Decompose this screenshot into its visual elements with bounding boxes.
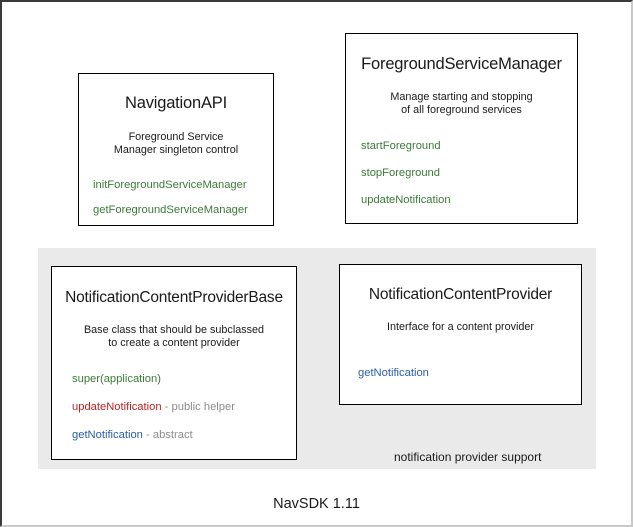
- class-description-line-2: of all foreground services: [401, 104, 522, 117]
- class-member-getforegroundservicemanager[interactable]: getForegroundServiceManager: [93, 203, 273, 217]
- class-member-updatenotification[interactable]: updateNotification - public helper: [72, 400, 296, 414]
- class-member-stopforeground[interactable]: stopForeground: [361, 166, 577, 180]
- class-box-foreground-service-manager[interactable]: ForegroundServiceManager Manage starting…: [345, 33, 578, 224]
- footer-label-navsdk-version: NavSDK 1.11: [273, 496, 360, 512]
- class-member-getnotification[interactable]: getNotification - abstract: [72, 428, 296, 442]
- class-member-getnotification[interactable]: getNotification: [358, 366, 581, 380]
- class-member-name: super(application): [72, 372, 161, 385]
- class-member-name: updateNotification: [72, 400, 162, 413]
- class-members-foreground-service-manager: startForeground stopForeground updateNot…: [346, 139, 577, 207]
- class-description-line-1: Manage starting and stopping: [390, 91, 533, 103]
- class-member-name: stopForeground: [361, 166, 440, 179]
- class-description-notification-content-provider-base: Base class that should be subclassed to …: [52, 324, 296, 351]
- class-member-name: getNotification: [358, 367, 429, 380]
- class-description-line-1: Base class that should be subclassed: [83, 324, 265, 336]
- class-member-startforeground[interactable]: startForeground: [361, 139, 577, 153]
- panel-caption-notification-provider-support: notification provider support: [394, 450, 542, 464]
- class-member-name: getNotification: [72, 428, 143, 441]
- class-description-notification-content-provider: Interface for a content provider: [340, 321, 581, 334]
- class-member-name: startForeground: [361, 139, 441, 152]
- class-description-line-2: Manager singleton control: [113, 144, 239, 157]
- class-description-line-1: Foreground Service: [128, 131, 224, 143]
- class-title-notification-content-provider: NotificationContentProvider: [368, 286, 553, 303]
- class-member-note: - abstract: [142, 428, 193, 441]
- class-member-note: - public helper: [161, 400, 235, 413]
- class-members-notification-content-provider: getNotification: [340, 366, 581, 380]
- class-title-navigation-api: NavigationAPI: [125, 94, 227, 112]
- class-description-foreground-service-manager: Manage starting and stopping of all fore…: [346, 91, 577, 118]
- class-description-navigation-api: Foreground Service Manager singleton con…: [79, 131, 273, 158]
- class-box-notification-content-provider[interactable]: NotificationContentProvider Interface fo…: [339, 264, 582, 405]
- class-member-updatenotification[interactable]: updateNotification: [361, 193, 577, 207]
- class-member-super-application[interactable]: super(application): [72, 372, 296, 386]
- class-description-line-2: to create a content provider: [108, 337, 240, 350]
- class-member-name: updateNotification: [361, 193, 451, 206]
- class-box-navigation-api[interactable]: NavigationAPI Foreground Service Manager…: [78, 73, 274, 226]
- class-box-notification-content-provider-base[interactable]: NotificationContentProviderBase Base cla…: [51, 266, 297, 460]
- class-title-notification-content-provider-base: NotificationContentProviderBase: [65, 289, 283, 306]
- class-member-initforegroundservicemanager[interactable]: initForegroundServiceManager: [93, 178, 273, 192]
- class-title-foreground-service-manager: ForegroundServiceManager: [361, 55, 562, 73]
- class-members-navigation-api: initForegroundServiceManager getForegrou…: [79, 178, 273, 217]
- class-members-notification-content-provider-base: super(application) updateNotification - …: [52, 372, 296, 442]
- class-description-line-1: Interface for a content provider: [386, 321, 535, 333]
- class-member-name: initForegroundServiceManager: [93, 178, 247, 191]
- class-member-name: getForegroundServiceManager: [93, 203, 248, 216]
